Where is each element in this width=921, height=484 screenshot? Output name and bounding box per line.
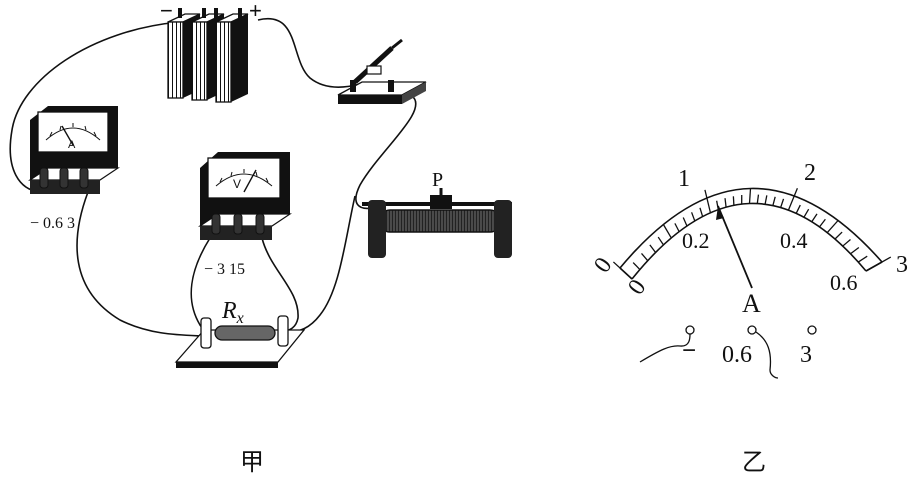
wire-rheostat-to-resistor [284,195,356,334]
scale-ticks [612,187,892,280]
scale-tick [756,194,760,204]
lower-scale-0.4: 0.4 [780,228,808,253]
battery-cell [215,13,249,103]
lower-scale-labels: 0 0.2 0.4 0.6 [623,228,857,300]
upper-scale-3: 3 [896,252,908,278]
voltmeter-symbol: V [233,177,241,191]
resistor-letter: R [221,298,237,324]
scale-tick [682,217,688,227]
battery: − + [160,0,262,103]
scale-tick [803,208,810,218]
scale-tick [641,252,649,262]
scale-tick [772,196,776,206]
scale-tick [819,218,826,228]
terminal-minus: − [682,337,696,364]
scale-tick [690,212,696,222]
lower-scale-0.6: 0.6 [830,270,858,295]
scale-tick [748,188,752,204]
resistor-rx: Rx [174,298,306,368]
resistor-subscript: x [236,310,244,327]
ammeter-symbol: A [68,139,76,151]
terminal-0.6: 0.6 [722,342,752,368]
voltmeter: V − 3 15 [198,152,292,278]
rheostat-slider-label: P [432,169,443,191]
scale-tick [657,236,664,246]
scale-tick [699,207,704,217]
upper-scale-2: 2 [804,160,816,186]
terminal-3: 3 [800,342,812,368]
figure-jia: − + A − 0.6 3 [9,0,512,476]
scale-tick [780,198,785,208]
scale-tick [842,238,851,247]
wire-ammeter-to-resistor [76,191,204,337]
battery-minus-label: − [160,0,173,23]
caption-jia: 甲 [240,448,264,476]
scale-tick [612,261,633,280]
scale-tick [834,231,843,240]
lower-scale-0.2: 0.2 [682,228,710,253]
rheostat: P [362,169,512,258]
battery-posts [178,8,242,18]
meter-scale-arc [612,187,892,280]
scale-tick [704,189,712,213]
scale-tick [632,262,641,270]
scale-tick [649,244,657,253]
upper-scale-1: 1 [678,166,690,192]
scale-tick [662,224,672,239]
scale-tick [787,187,799,211]
wire-battery-to-ammeter [9,21,181,193]
resistor-symbol: Rx [221,298,244,327]
scale-tick [795,204,801,214]
wire-switch-to-rheostat [355,95,417,210]
scale-tick [724,198,727,208]
meter-needle [716,205,753,289]
upper-scale-0: 0 [589,253,617,278]
ammeter-terminal-labels: − 0.6 3 [30,215,75,232]
knife-switch [337,38,427,104]
scale-tick [865,256,892,272]
ammeter: A − 0.6 3 [28,106,120,232]
meter-symbol: A [742,289,761,318]
wire-battery-to-switch [257,17,361,88]
scale-tick [674,223,680,232]
scale-tick [857,255,868,263]
voltmeter-terminal-labels: − 3 15 [204,261,245,278]
lower-scale-0: 0 [623,275,651,300]
meter-terminals: − 0.6 3 [639,325,817,379]
wires [9,17,417,337]
caption-yi: 乙 [742,448,766,476]
scale-tick [811,213,818,223]
scale-tick [732,196,735,206]
battery-plus-label: + [249,0,262,23]
scale-tick [850,246,860,255]
figure-yi: 0 1 2 3 0 0.2 0.4 0.6 A − 0.6 3 乙 [589,160,908,476]
scale-tick [826,220,839,234]
scale-tick [764,195,768,205]
